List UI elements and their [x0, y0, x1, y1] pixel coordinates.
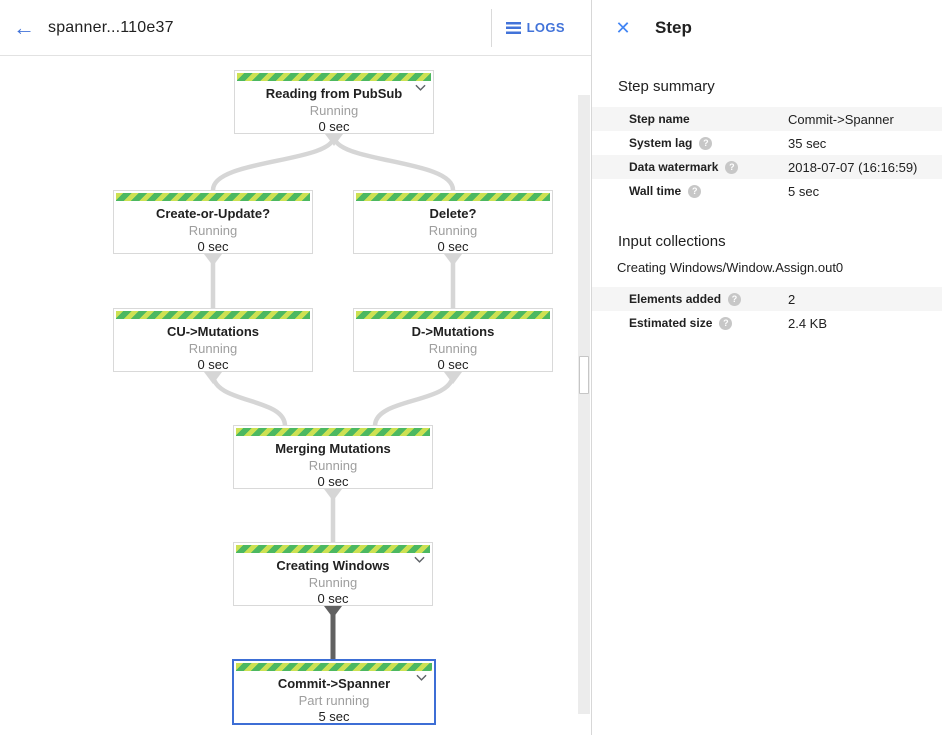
row-value: 5 sec — [788, 183, 820, 199]
back-arrow-icon[interactable]: ← — [0, 16, 48, 39]
node-time: 0 sec — [197, 239, 229, 254]
node-title: Delete? — [429, 206, 477, 221]
pipeline-graph-panel: Reading from PubSub Running 0 sec Create… — [0, 57, 591, 735]
logs-button[interactable]: LOGS — [505, 20, 565, 35]
node-title: Reading from PubSub — [265, 86, 403, 101]
step-summary-heading: Step summary — [618, 78, 715, 95]
input-collections-heading: Input collections — [618, 233, 726, 250]
logs-list-icon — [505, 21, 521, 34]
step-summary-table: Step name Commit->Spanner System lag ? 3… — [592, 107, 942, 203]
chevron-down-icon[interactable] — [414, 556, 425, 564]
panel-title: Step — [655, 18, 692, 37]
node-title: Create-or-Update? — [155, 206, 271, 221]
running-progress-stripe — [116, 311, 310, 319]
node-title: D->Mutations — [411, 324, 495, 339]
node-time: 0 sec — [317, 591, 349, 606]
close-icon[interactable]: ✕ — [612, 19, 634, 37]
row-value: 2.4 KB — [788, 315, 828, 331]
node-status: Running — [188, 341, 238, 356]
edge — [210, 135, 337, 191]
node-status: Running — [308, 458, 358, 473]
node-title: CU->Mutations — [166, 324, 260, 339]
table-row: System lag ? 35 sec — [592, 131, 942, 155]
node-status: Running — [428, 341, 478, 356]
edge-arrow-icon — [325, 134, 343, 146]
graph-node-creating-windows[interactable]: Creating Windows Running 0 sec — [233, 542, 433, 606]
table-row: Step name Commit->Spanner — [592, 107, 942, 131]
graph-node-d-mutations[interactable]: D->Mutations Running 0 sec — [353, 308, 553, 372]
table-row: Data watermark ? 2018-07-07 (16:16:59) — [592, 155, 942, 179]
graph-scrollbar-thumb[interactable] — [579, 356, 589, 394]
graph-scrollbar-track[interactable] — [578, 95, 590, 714]
node-time: 0 sec — [437, 239, 469, 254]
table-row: Elements added ? 2 — [592, 287, 942, 311]
node-status: Running — [188, 223, 238, 238]
help-icon[interactable]: ? — [725, 160, 739, 174]
running-progress-stripe — [116, 193, 310, 201]
node-status: Running — [309, 103, 359, 118]
top-bar: ← spanner...110e37 LOGS — [0, 0, 591, 56]
job-title: spanner...110e37 — [48, 18, 174, 36]
edge-arrow-icon — [444, 254, 462, 266]
edge-arrow-icon — [444, 372, 462, 384]
edge — [372, 373, 456, 427]
graph-node-cu-mutations[interactable]: CU->Mutations Running 0 sec — [113, 308, 313, 372]
help-icon[interactable]: ? — [699, 136, 713, 150]
row-label: Step name — [629, 112, 690, 126]
running-progress-stripe — [236, 428, 430, 436]
step-panel-header: ✕ Step — [592, 0, 942, 56]
edge-arrow-icon — [204, 254, 222, 266]
running-progress-stripe — [236, 545, 430, 553]
node-title: Creating Windows — [276, 558, 390, 573]
table-row: Wall time ? 5 sec — [592, 179, 942, 203]
edge-arrow-icon — [324, 606, 342, 618]
step-details-panel: ✕ Step Step summary Step name Commit->Sp… — [591, 0, 942, 735]
row-label: Data watermark — [629, 160, 719, 174]
edge-arrow-icon — [204, 372, 222, 384]
row-label: Elements added — [629, 292, 722, 306]
row-label: System lag — [629, 136, 693, 150]
running-progress-stripe — [236, 663, 432, 671]
node-title: Commit->Spanner — [277, 676, 391, 691]
running-progress-stripe — [356, 311, 550, 319]
node-time: 0 sec — [317, 474, 349, 489]
row-value: 2 — [788, 291, 796, 307]
logs-button-label: LOGS — [526, 20, 565, 35]
chevron-down-icon[interactable] — [415, 84, 426, 92]
edge — [331, 135, 456, 191]
graph-node-reading-from-pubsub[interactable]: Reading from PubSub Running 0 sec — [234, 70, 434, 134]
node-status: Running — [308, 575, 358, 590]
graph-edges — [204, 134, 462, 660]
help-icon[interactable]: ? — [728, 292, 742, 306]
table-row: Estimated size ? 2.4 KB — [592, 311, 942, 335]
node-status: Running — [428, 223, 478, 238]
graph-node-create-or-update[interactable]: Create-or-Update? Running 0 sec — [113, 190, 313, 254]
graph-node-commit-spanner[interactable]: Commit->Spanner Part running 5 sec — [232, 659, 436, 725]
graph-node-merging-mutations[interactable]: Merging Mutations Running 0 sec — [233, 425, 433, 489]
input-collections-table: Elements added ? 2 Estimated size ? 2.4 … — [592, 287, 942, 335]
running-progress-stripe — [356, 193, 550, 201]
row-label: Estimated size — [629, 316, 713, 330]
node-time: 0 sec — [437, 357, 469, 372]
node-time: 5 sec — [318, 709, 350, 724]
row-value: 2018-07-07 (16:16:59) — [788, 159, 918, 175]
row-value: Commit->Spanner — [788, 111, 894, 127]
graph-node-delete[interactable]: Delete? Running 0 sec — [353, 190, 553, 254]
node-title: Merging Mutations — [275, 441, 391, 456]
help-icon[interactable]: ? — [688, 184, 702, 198]
running-progress-stripe — [237, 73, 431, 81]
chevron-down-icon[interactable] — [416, 674, 427, 682]
row-label: Wall time — [629, 184, 682, 198]
divider — [490, 8, 492, 47]
edge-arrow-icon — [324, 489, 342, 501]
node-status: Part running — [298, 693, 370, 708]
help-icon[interactable]: ? — [719, 316, 733, 330]
input-collection-name: Creating Windows/Window.Assign.out0 — [617, 260, 844, 275]
row-value: 35 sec — [788, 135, 827, 151]
edge — [210, 373, 288, 427]
node-time: 0 sec — [318, 119, 350, 134]
node-time: 0 sec — [197, 357, 229, 372]
